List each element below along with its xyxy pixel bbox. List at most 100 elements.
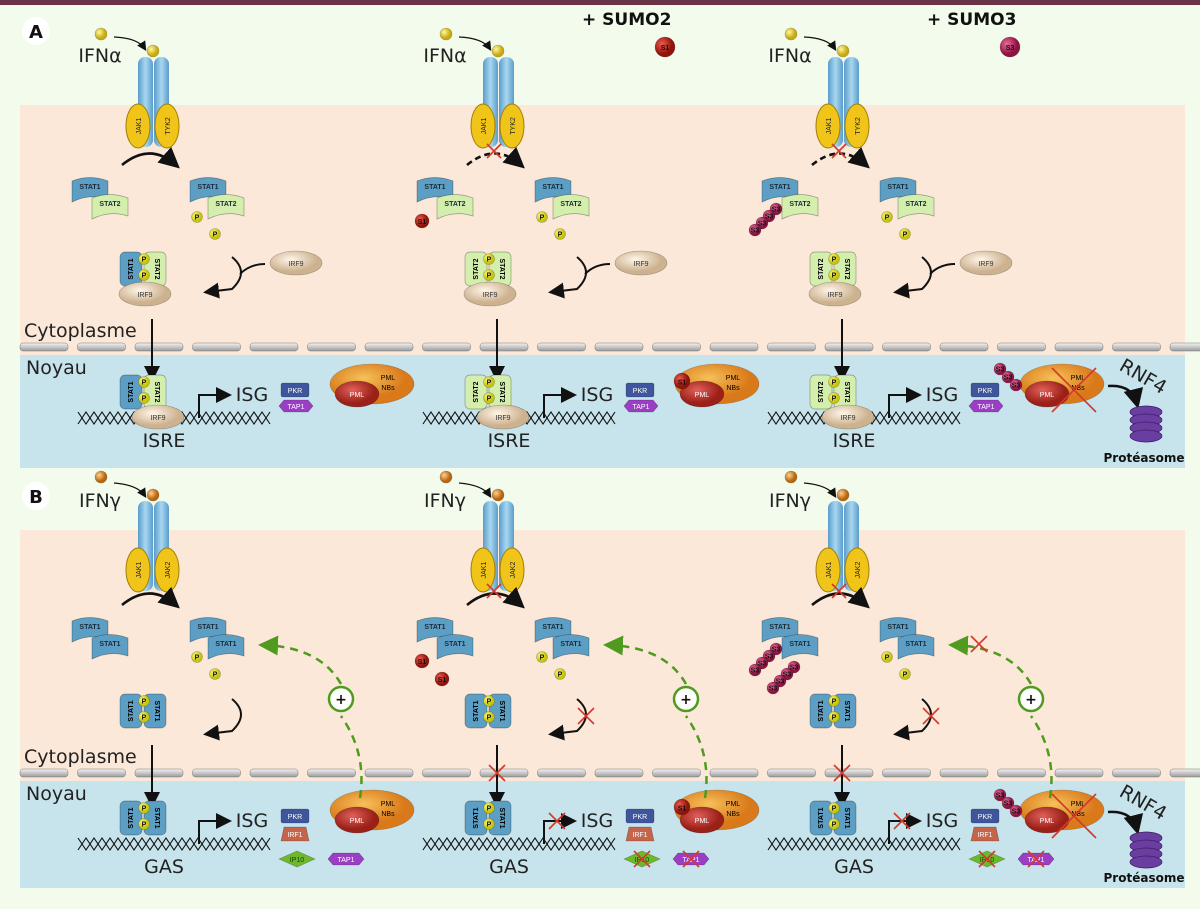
proteasome-icon — [1129, 405, 1163, 443]
stat-monomer-phosphorylated-label: STAT1 — [197, 184, 218, 191]
dimer-left-label: STAT1 — [128, 381, 135, 402]
irf9-nuclear: IRF9 — [476, 404, 530, 430]
ligand-label: IFNγ — [769, 490, 811, 512]
phospho-icon: P — [483, 376, 495, 388]
dimer-left-label: STAT2 — [473, 258, 480, 279]
dimer-right-label: STAT2 — [498, 258, 505, 279]
pml-nbs-label: PML — [726, 375, 741, 382]
sumo-ball-icon-label: S3 — [772, 646, 781, 653]
ligand-label: IFNγ — [424, 490, 466, 512]
ligand-ball-icon — [784, 27, 798, 41]
kinase-label: JAK2 — [165, 562, 172, 579]
phospho-icon: P — [554, 668, 566, 680]
block-cross-icon — [1051, 793, 1097, 839]
irf9-join-line — [929, 263, 956, 275]
sumo-ball-icon-label: S1 — [678, 380, 687, 387]
phospho-icon-label: P — [487, 272, 492, 279]
phospho-icon: P — [483, 818, 495, 830]
phosphorylation-arrow — [811, 586, 870, 609]
ligand-label: IFNγ — [79, 490, 121, 512]
phospho-icon-label: P — [487, 395, 492, 402]
phospho-icon-label: P — [487, 379, 492, 386]
phosphorylation-arrow — [121, 146, 180, 169]
stat-monomer-phosphorylated-label: STAT1 — [887, 184, 908, 191]
phospho-icon: P — [483, 711, 495, 723]
phospho-icon-label: P — [832, 379, 837, 386]
kinase-label: JAK2 — [510, 562, 517, 579]
phospho-icon-label: P — [832, 698, 837, 705]
pkr-product: PKR — [625, 808, 655, 824]
transcription-arrow — [888, 813, 922, 844]
block-cross-icon — [548, 812, 566, 830]
phospho-icon-label: P — [832, 714, 837, 721]
phospho-icon: P — [138, 253, 150, 265]
sumo-ball-icon-label: S1 — [678, 806, 687, 813]
sumo-ball-icon-label: S3 — [790, 664, 799, 671]
stat-monomer-label: STAT1 — [789, 641, 810, 648]
dimer-left-label: STAT1 — [473, 807, 480, 828]
phospho-icon-label: P — [142, 272, 147, 279]
phospho-icon-label: P — [487, 805, 492, 812]
kinase-jak1: JAK1 — [125, 547, 151, 593]
phospho-icon: P — [138, 711, 150, 723]
dimer-left-label: STAT1 — [128, 258, 135, 279]
stat-monomer-phosphorylated-label: STAT1 — [887, 624, 908, 631]
gene-label: ISG — [926, 810, 958, 832]
membrane-segment — [249, 768, 299, 778]
phospho-icon: P — [209, 668, 221, 680]
promoter-label: ISRE — [833, 430, 876, 452]
gene-label: ISG — [236, 810, 268, 832]
phospho-icon: P — [191, 651, 203, 663]
phospho-icon: P — [138, 269, 150, 281]
phospho-icon-label: P — [832, 256, 837, 263]
phospho-icon: P — [209, 228, 221, 240]
sumo-ball-icon-label: S3 — [751, 667, 760, 674]
stat-monomer: STAT1 — [436, 634, 474, 660]
sumo-ball-icon: S1 — [673, 798, 691, 816]
kinase-jak2: JAK2 — [499, 547, 525, 593]
ligand-label: IFNα — [768, 45, 811, 67]
ip10-product: IP10 — [278, 850, 316, 868]
phospho-icon: P — [881, 211, 893, 223]
block-cross-icon — [633, 850, 651, 868]
membrane-segment — [1112, 768, 1161, 778]
block-cross-icon — [831, 143, 847, 159]
promoter-label: GAS — [144, 856, 184, 878]
phospho-icon: P — [828, 376, 840, 388]
feedback-line — [339, 715, 363, 799]
stat-monomer-phosphorylated: STAT1 — [897, 634, 935, 660]
ip10-product-label: IP10 — [635, 857, 650, 864]
phosphorylation-arrow — [466, 586, 525, 609]
pml-label: PML — [1040, 818, 1055, 825]
modifier-label: + SUMO3 — [927, 10, 1016, 30]
pml-nbs-label: NBs — [381, 385, 395, 392]
block-cross-icon — [1027, 850, 1045, 868]
stat-monomer-phosphorylated-label: STAT1 — [905, 641, 926, 648]
irf9-label: IRF9 — [827, 292, 842, 299]
stat-monomer-phosphorylated-label: STAT1 — [542, 624, 563, 631]
phospho-icon-label: P — [903, 671, 908, 678]
transcription-arrow — [198, 387, 232, 418]
dimer-left-label: STAT2 — [818, 258, 825, 279]
stat-monomer-label: STAT1 — [769, 624, 790, 631]
phospho-icon-label: P — [142, 256, 147, 263]
phospho-icon-label: P — [195, 214, 200, 221]
pkr-product-label: PKR — [978, 388, 992, 395]
stat-monomer: STAT1 — [91, 634, 129, 660]
irf9-bound: IRF9 — [118, 281, 172, 307]
dimer-right-label: STAT1 — [498, 700, 505, 721]
sumo-ball-icon-label: S3 — [772, 206, 781, 213]
kinase-label: JAK1 — [481, 562, 488, 579]
irf9-join-line — [584, 263, 611, 275]
membrane-segment — [422, 768, 471, 778]
block-cross-icon — [978, 850, 996, 868]
binding-arrow — [803, 36, 837, 52]
block-cross-icon — [486, 583, 502, 599]
kinase-label: JAK2 — [855, 562, 862, 579]
